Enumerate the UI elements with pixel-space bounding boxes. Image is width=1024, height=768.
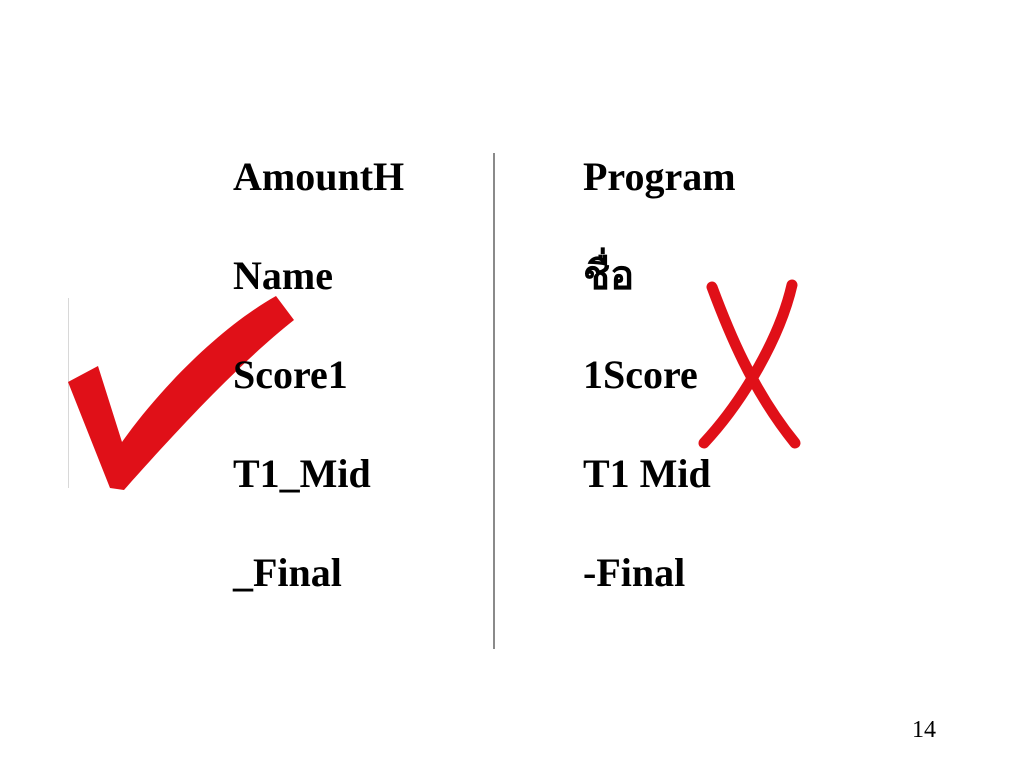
invalid-name-item: Program: [583, 154, 736, 199]
invalid-names-column: Program ชื่อ 1Score T1 Mid -Final: [583, 150, 736, 645]
invalid-name-item: ชื่อ: [583, 253, 635, 298]
valid-name-item: Name: [233, 253, 333, 298]
cross-icon: [698, 279, 801, 449]
column-divider: [493, 153, 495, 649]
invalid-name-item: T1 Mid: [583, 451, 711, 496]
valid-names-column: AmountH Name Score1 T1_Mid _Final: [233, 150, 404, 645]
valid-name-item: T1_Mid: [233, 451, 371, 496]
invalid-name-item: -Final: [583, 550, 686, 595]
valid-name-item: AmountH: [233, 154, 405, 199]
valid-name-item: Score1: [233, 352, 348, 397]
page-number: 14: [912, 717, 936, 743]
checkmark-frame-line: [68, 298, 69, 488]
checkmark-icon: [68, 296, 294, 490]
valid-name-item: _Final: [233, 550, 342, 595]
invalid-name-item: 1Score: [583, 352, 698, 397]
